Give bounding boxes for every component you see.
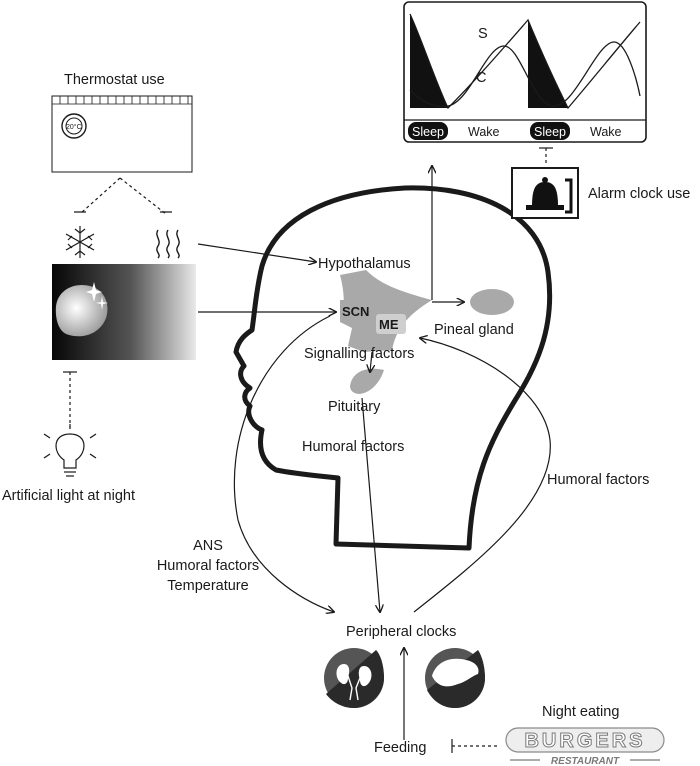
thermostat-reading: 20°C <box>66 123 82 131</box>
ans-label: ANS <box>193 538 223 554</box>
pituitary-shape <box>350 368 384 394</box>
me-label-box <box>376 314 406 334</box>
restaurant-text: RESTAURANT <box>551 756 620 766</box>
kidney-organ-icon <box>324 648 384 708</box>
arrow-signalling-to-pituitary <box>370 351 372 372</box>
humoral-factors-right-label: Humoral factors <box>547 472 649 488</box>
phase-sleep-1: Sleep <box>412 125 444 139</box>
pineal-gland-label: Pineal gland <box>434 322 514 338</box>
alarm-clock-label: Alarm clock use <box>588 186 690 202</box>
arrow-pituitary-to-peripheral <box>361 397 380 612</box>
temperature-label: Temperature <box>167 578 248 594</box>
pituitary-label: Pituitary <box>328 399 381 415</box>
star-2 <box>96 296 108 310</box>
star-1 <box>86 282 102 302</box>
phase-wake-2: Wake <box>590 125 622 139</box>
thermostat-ruler <box>52 96 192 105</box>
arrow-ans-to-peripheral <box>233 315 334 612</box>
pineal-gland-shape <box>470 289 514 315</box>
thermostat-icon: 20°C <box>51 95 193 173</box>
scn-label: SCN <box>342 304 369 319</box>
sleep-wake-chart: S C Sleep Wake Sleep Wake <box>403 1 647 143</box>
arrow-temperature-to-hypothalamus <box>197 243 316 262</box>
night-eating-label: Night eating <box>542 704 619 720</box>
arrow-peripheral-to-brain <box>413 338 551 613</box>
burgers-sign: BURGERS RESTAURANT <box>505 727 665 766</box>
curve-c <box>409 41 641 108</box>
heat-waves-icon <box>156 229 180 259</box>
thermostat-label: Thermostat use <box>64 72 165 88</box>
curve-s-label: S <box>478 26 488 42</box>
alarm-bell-icon <box>526 177 573 214</box>
snowflake-icon <box>65 226 95 258</box>
burgers-sign-plate <box>505 727 665 753</box>
humoral-factors-left-label: Humoral factors <box>157 558 259 574</box>
signalling-factors-label: Signalling factors <box>304 346 414 362</box>
liver-organ-icon <box>425 648 485 708</box>
night-sky-icon <box>52 264 196 360</box>
hypothalamus-label: Hypothalamus <box>318 256 411 272</box>
phase-sleep-2: Sleep <box>534 125 566 139</box>
me-label: ME <box>379 317 399 332</box>
artificial-light-label: Artificial light at night <box>2 488 135 504</box>
burgers-sign-text: BURGERS <box>524 730 645 752</box>
scn-label-box <box>340 300 378 322</box>
curve-s <box>409 13 641 110</box>
feeding-label: Feeding <box>374 740 426 756</box>
light-bulb-icon <box>43 424 97 477</box>
peripheral-clocks-label: Peripheral clocks <box>346 624 456 640</box>
phase-wake-1: Wake <box>468 125 500 139</box>
phase-sleep-2-pill <box>530 122 570 140</box>
hypothalamus-region <box>340 270 432 352</box>
sleep-area-2 <box>528 20 568 108</box>
phase-sleep-1-pill <box>408 122 448 140</box>
thermostat-dial-inner <box>65 117 83 135</box>
head-outline <box>233 185 553 551</box>
thermostat-split-line <box>79 177 167 215</box>
humoral-factors-center-label: Humoral factors <box>302 439 404 455</box>
curve-c-label: C <box>476 70 486 86</box>
alarm-clock <box>511 167 579 219</box>
